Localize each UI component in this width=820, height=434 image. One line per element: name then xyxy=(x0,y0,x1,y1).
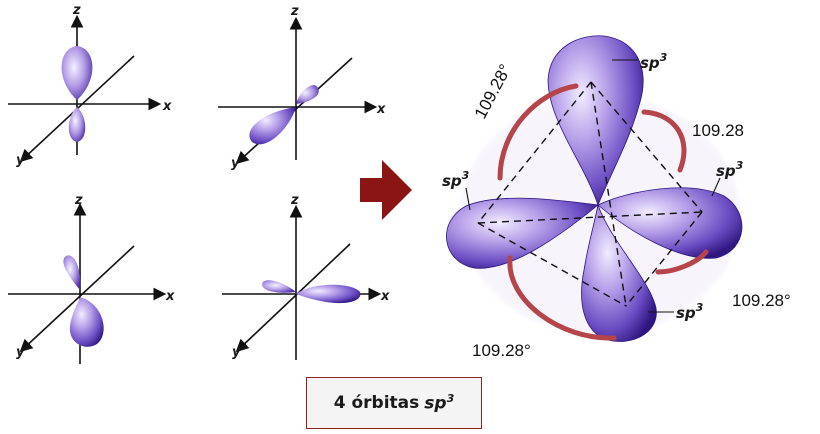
label-leaders xyxy=(465,59,721,313)
sp3-hybrid-orbitals: sp3 sp3 sp3 sp3 109.28° 109.28 109.28° 1… xyxy=(442,35,791,360)
angle-label-bottom-left: 109.28° xyxy=(472,341,531,360)
orbital-lobe xyxy=(296,284,361,304)
x-axis-label: x xyxy=(162,99,172,114)
angle-label-bottom-right: 109.28° xyxy=(732,291,791,310)
py-orbital-panel: z x y xyxy=(218,4,386,171)
orbital-lobe xyxy=(249,107,296,145)
z-axis-label: z xyxy=(72,3,81,18)
z-axis-label: z xyxy=(290,4,299,19)
angle-label-top-right: 109.28 xyxy=(692,121,744,140)
sp3-label-left: sp3 xyxy=(442,169,470,190)
orbital-lobe xyxy=(61,46,93,100)
y-axis-label: y xyxy=(16,153,25,168)
sp3-label-right: sp3 xyxy=(716,159,744,180)
tetrahedron-edges xyxy=(477,81,703,307)
orbital-lobe xyxy=(296,85,319,104)
orbital-lobe xyxy=(68,107,86,142)
sp3-label-bottom: sp3 xyxy=(676,301,704,322)
sp3-label-top: sp3 xyxy=(640,51,668,72)
sp3-lobe-bottom xyxy=(581,203,657,342)
orbital-lobe xyxy=(69,297,104,347)
caption-text: 4 órbitas xyxy=(333,393,420,413)
x-axis-label: x xyxy=(380,289,390,304)
y-axis-label: y xyxy=(232,345,241,360)
angle-label-top-left: 109.28° xyxy=(471,61,515,122)
pz-down-orbital-panel: z x y xyxy=(8,193,175,364)
orbital-lobe xyxy=(262,280,296,293)
x-axis-label: x xyxy=(165,289,175,304)
pz-orbital-panel: z x y xyxy=(8,3,172,168)
y-axis-label: y xyxy=(231,156,240,171)
caption-sp: sp3 xyxy=(424,392,455,414)
z-axis-label: z xyxy=(290,193,299,208)
x-axis-label: x xyxy=(376,102,386,117)
caption-box: 4 órbitas sp3 xyxy=(306,377,482,429)
y-axis-label: y xyxy=(16,345,25,360)
sp3-lobe-top xyxy=(547,35,644,207)
z-axis-label: z xyxy=(74,193,83,208)
px-orbital-panel: z x y xyxy=(222,193,390,360)
angle-arcs xyxy=(497,83,709,341)
right-arrow-icon xyxy=(360,160,412,220)
orbital-lobe xyxy=(63,255,81,290)
sp3-lobe-right xyxy=(597,187,743,259)
